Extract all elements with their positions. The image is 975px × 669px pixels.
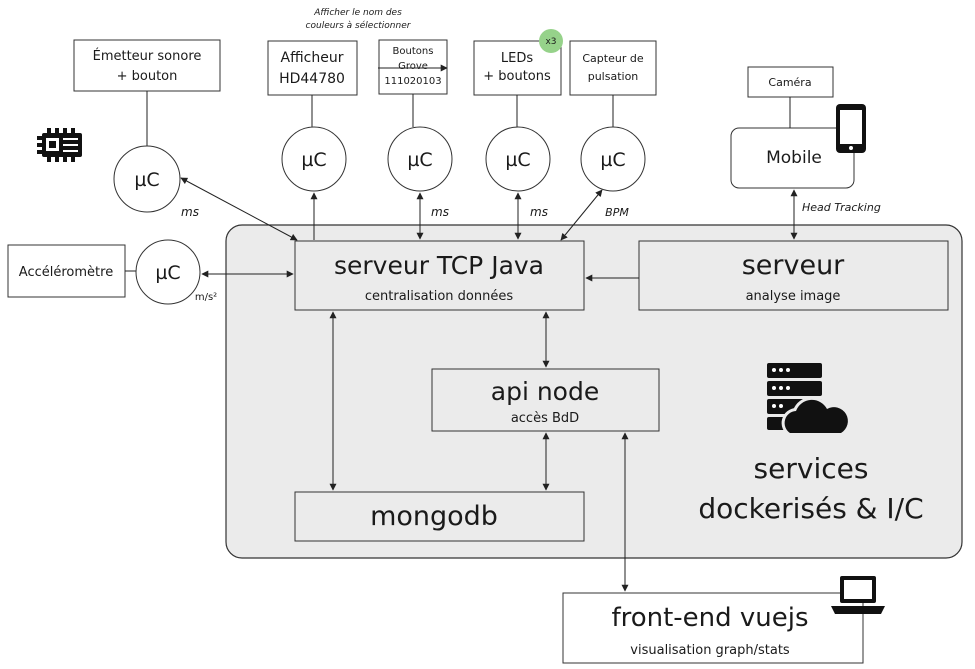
- uc-afficheur: µC: [281, 126, 347, 192]
- boutons-line-3: 111020103: [384, 76, 441, 87]
- api-node-title: api node: [491, 377, 599, 406]
- uc-afficheur-label: µC: [301, 149, 326, 171]
- uc-boutons-label: µC: [407, 149, 432, 171]
- label-ms-1: ms: [181, 205, 199, 219]
- afficheur-line-1: Afficheur: [281, 50, 344, 66]
- afficheur-line-2: HD44780: [279, 71, 345, 87]
- label-ms-3: ms: [530, 205, 548, 219]
- note-line-1: Afficher le nom des: [313, 8, 402, 18]
- leds-line-1: LEDs: [501, 51, 533, 66]
- uc-emetteur: µC: [113, 145, 181, 213]
- emetteur-line-2: + bouton: [117, 69, 178, 84]
- boutons-box: Boutons Grove 111020103: [378, 39, 448, 95]
- frontend-title: front-end vuejs: [611, 603, 808, 633]
- tcp-java-box: serveur TCP Java centralisation données: [294, 240, 585, 311]
- api-node-box: api node accès BdD: [431, 368, 660, 432]
- accelerometre-box: Accéléromètre: [7, 244, 126, 298]
- tcp-java-title: serveur TCP Java: [334, 251, 544, 280]
- emetteur-box: Émetteur sonore + bouton: [73, 39, 221, 92]
- x3-badge: [539, 29, 563, 53]
- accelerometre-label: Accéléromètre: [19, 265, 113, 280]
- serveur-analyse-box: serveur analyse image: [638, 240, 949, 311]
- tcp-java-sub: centralisation données: [365, 289, 513, 304]
- uc-accelerometre-label: µC: [155, 262, 180, 284]
- capteur-line-1: Capteur de: [582, 52, 643, 65]
- afficheur-box: Afficheur HD44780: [267, 40, 358, 96]
- boutons-line-1: Boutons: [393, 46, 434, 57]
- note-line-2: couleurs à sélectionner: [306, 20, 412, 31]
- label-bpm: BPM: [605, 206, 629, 219]
- capteur-box: Capteur de pulsation: [569, 40, 657, 96]
- capteur-line-2: pulsation: [588, 70, 639, 83]
- api-node-sub: accès BdD: [511, 411, 579, 426]
- frontend-sub: visualisation graph/stats: [630, 643, 790, 658]
- label-head-tracking: Head Tracking: [802, 201, 881, 214]
- services-label-line-2: dockerisés & I/C: [698, 492, 923, 525]
- uc-leds-label: µC: [505, 149, 530, 171]
- uc-emetteur-label: µC: [134, 169, 159, 191]
- uc-boutons: µC: [387, 126, 453, 192]
- mongodb-box: mongodb: [294, 491, 585, 542]
- camera-box: Caméra: [747, 66, 834, 98]
- emetteur-line-1: Émetteur sonore: [93, 48, 202, 64]
- services-label-line-1: services: [754, 452, 869, 485]
- label-m-s2: m/s²: [195, 292, 217, 303]
- mongodb-label: mongodb: [370, 501, 498, 532]
- uc-leds: µC: [485, 126, 551, 192]
- uc-capteur: µC: [580, 126, 646, 192]
- mobile-box: Mobile: [730, 127, 855, 189]
- frontend-box: front-end vuejs visualisation graph/stat…: [562, 592, 864, 664]
- link-emetteur-tcp: [180, 177, 298, 241]
- smartphone-icon: [836, 104, 866, 153]
- server-cloud-icon: [767, 363, 851, 436]
- boutons-line-2: Grove: [398, 61, 428, 72]
- x3-badge-text: x3: [545, 37, 556, 47]
- leds-line-2: + boutons: [483, 69, 551, 84]
- uc-capteur-label: µC: [600, 149, 625, 171]
- microcontroller-board-icon: [37, 128, 82, 162]
- mobile-label: Mobile: [766, 148, 822, 168]
- label-ms-2: ms: [431, 205, 449, 219]
- link-capteur-tcp: [560, 189, 603, 241]
- uc-accelerometre: µC: [135, 239, 201, 305]
- laptop-icon: [831, 576, 885, 614]
- serveur-title: serveur: [742, 250, 845, 281]
- serveur-sub: analyse image: [746, 289, 841, 304]
- camera-label: Caméra: [768, 76, 811, 89]
